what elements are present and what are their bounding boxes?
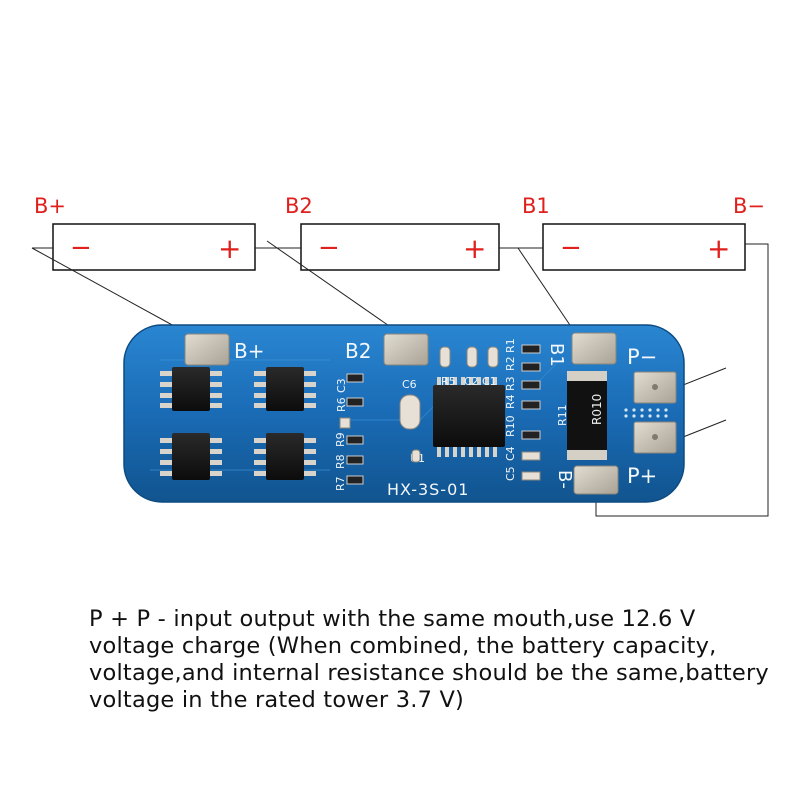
battery-minus-sign: − <box>70 233 92 263</box>
svg-text:C4: C4 <box>504 446 517 461</box>
silk-b-minus: B- <box>554 470 575 489</box>
bms-board: B+ B2 B1 B- P− P+ HX-3S-01 U1 <box>123 324 685 503</box>
silk-model: HX-3S-01 <box>387 480 469 499</box>
description-text: P + P - input output with the same mouth… <box>89 606 769 713</box>
svg-text:R1: R1 <box>504 338 517 353</box>
pad-b2 <box>383 333 429 366</box>
shunt-label: R010 <box>590 394 604 425</box>
svg-text:R10: R10 <box>504 415 517 437</box>
svg-text:C1: C1 <box>482 375 497 388</box>
silk-b-plus: B+ <box>234 339 264 363</box>
battery-minus-sign: − <box>318 233 340 263</box>
battery-minus-sign: − <box>560 233 582 263</box>
silk-b2: B2 <box>345 339 371 363</box>
svg-text:R8: R8 <box>334 454 347 469</box>
svg-text:R9: R9 <box>334 432 347 447</box>
battery-cell-2: − + <box>300 223 500 271</box>
battery-cell-1: − + <box>52 223 256 271</box>
svg-text:C5: C5 <box>504 466 517 481</box>
silk-b1: B1 <box>546 343 567 367</box>
svg-text:R7: R7 <box>334 476 347 491</box>
mosfet-chips <box>160 367 316 480</box>
pad-b-plus <box>184 333 230 366</box>
label-b-minus: B− <box>733 194 766 218</box>
label-b-plus: B+ <box>34 194 67 218</box>
silk-refs: C6 R5 C2 C1 C3 R6 R9 R8 R7 R1 R2 R3 R4 R… <box>334 338 569 491</box>
silk-p-plus: P+ <box>627 464 657 488</box>
protection-ic <box>433 377 505 457</box>
smd-components <box>339 344 541 485</box>
svg-text:C3: C3 <box>335 378 348 393</box>
svg-text:R3: R3 <box>504 376 517 391</box>
silk-p-minus: P− <box>627 345 657 369</box>
battery-cell-3: − + <box>542 223 746 271</box>
svg-text:R11: R11 <box>556 404 569 426</box>
svg-text:C2: C2 <box>464 375 479 388</box>
battery-plus-sign: + <box>707 232 730 265</box>
label-b2: B2 <box>285 194 313 218</box>
label-b1: B1 <box>522 194 550 218</box>
svg-text:R2: R2 <box>504 356 517 371</box>
svg-text:R6: R6 <box>335 397 348 412</box>
svg-text:C6: C6 <box>402 378 417 391</box>
svg-text:R4: R4 <box>504 394 517 409</box>
shunt-resistor: R010 <box>567 371 607 460</box>
pad-b-minus <box>573 465 619 495</box>
pad-b1 <box>571 332 617 365</box>
battery-plus-sign: + <box>463 232 486 265</box>
capacitor-c6 <box>399 394 421 430</box>
svg-text:R5: R5 <box>441 375 456 388</box>
battery-plus-sign: + <box>218 232 241 265</box>
